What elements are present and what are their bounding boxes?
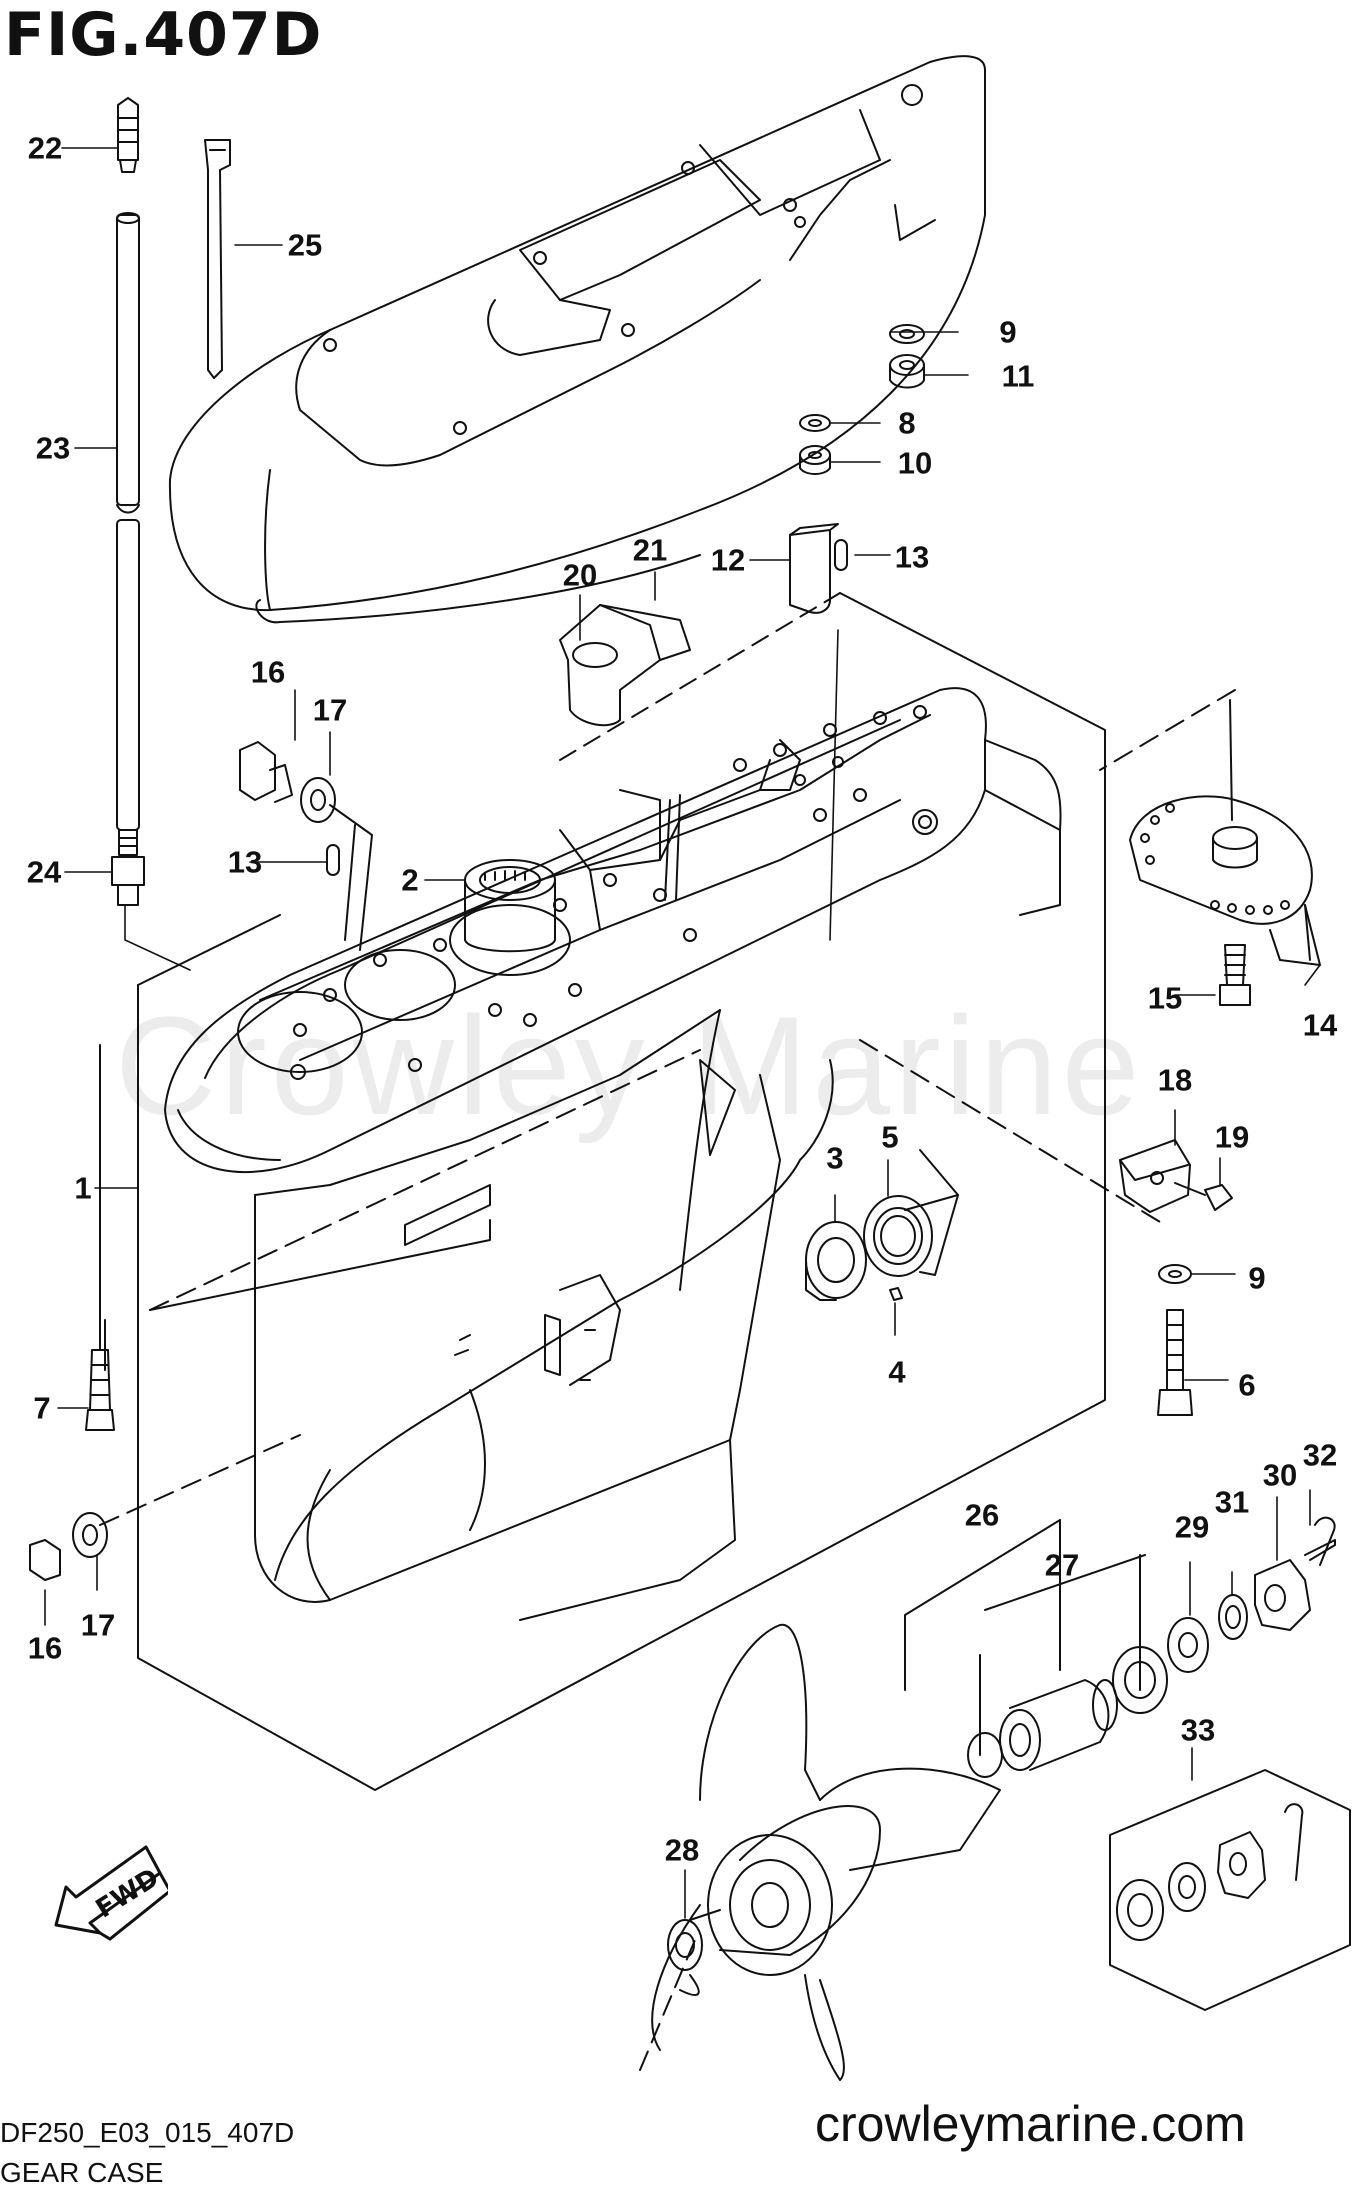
callout-7[interactable]: 7 [33,1390,51,1426]
leader-lines [45,148,1320,1918]
callout-27[interactable]: 27 [1044,1547,1080,1583]
nuts-washers [800,325,924,474]
callout-5[interactable]: 5 [881,1119,899,1155]
callout-8[interactable]: 8 [898,405,916,441]
callout-30[interactable]: 30 [1262,1457,1298,1493]
callout-31[interactable]: 31 [1214,1484,1250,1520]
plugs-upper-left [240,742,372,950]
callout-9-right[interactable]: 9 [1248,1260,1266,1296]
callout-20[interactable]: 20 [562,557,598,593]
anti-ventilation-plate [170,56,985,622]
callout-9-top[interactable]: 9 [999,314,1017,350]
callout-3[interactable]: 3 [826,1140,844,1176]
callout-13-left[interactable]: 13 [227,844,263,880]
propeller [640,1625,1000,2080]
callout-17-upper[interactable]: 17 [312,692,348,728]
callout-12[interactable]: 12 [710,542,746,578]
cable-tie [205,140,230,378]
callout-15[interactable]: 15 [1147,980,1183,1016]
callout-14[interactable]: 14 [1302,1007,1338,1043]
gear-case-box [138,593,1105,1790]
callout-22[interactable]: 22 [27,130,63,166]
callout-2[interactable]: 2 [401,862,419,898]
bearing-set [806,1150,958,1300]
gear-case-body [100,688,1061,1620]
callout-29[interactable]: 29 [1174,1509,1210,1545]
callout-23[interactable]: 23 [35,430,71,466]
callout-1[interactable]: 1 [74,1170,92,1206]
callout-33[interactable]: 33 [1180,1712,1216,1748]
callout-13-right[interactable]: 13 [894,539,930,575]
callout-21[interactable]: 21 [632,532,668,568]
callout-17-lower[interactable]: 17 [80,1607,116,1643]
callout-6[interactable]: 6 [1238,1367,1256,1403]
watermark: Crowley Marine [115,987,1144,1144]
drawing-code: DF250_E03_015_407D [0,2117,295,2148]
callout-28[interactable]: 28 [664,1832,700,1868]
callout-16-lower[interactable]: 16 [27,1630,63,1666]
figure-title: FIG.407D [4,0,323,70]
website-label: crowleymarine.com [815,2096,1246,2152]
callout-18[interactable]: 18 [1157,1062,1193,1098]
zinc-anodes-top [560,524,847,725]
callout-32[interactable]: 32 [1302,1437,1338,1473]
propeller-hardware [905,1518,1335,1777]
callout-10[interactable]: 10 [897,445,933,481]
shift-rod-parts [112,98,144,905]
callout-4[interactable]: 4 [888,1354,906,1390]
callout-25[interactable]: 25 [287,227,323,263]
callout-16-upper[interactable]: 16 [250,654,286,690]
drawing-name: GEAR CASE [0,2157,164,2188]
plugs-lower-left [30,1045,114,1580]
callout-24[interactable]: 24 [26,854,62,890]
anode-and-bolts-right [860,1040,1232,1415]
kit-33-box [1110,1770,1350,2010]
callout-26[interactable]: 26 [964,1497,1000,1533]
fwd-arrow-icon: FWD [48,1835,168,1945]
callout-19[interactable]: 19 [1214,1119,1250,1155]
trim-tab [1100,690,1320,1005]
callout-11[interactable]: 11 [1001,358,1035,394]
